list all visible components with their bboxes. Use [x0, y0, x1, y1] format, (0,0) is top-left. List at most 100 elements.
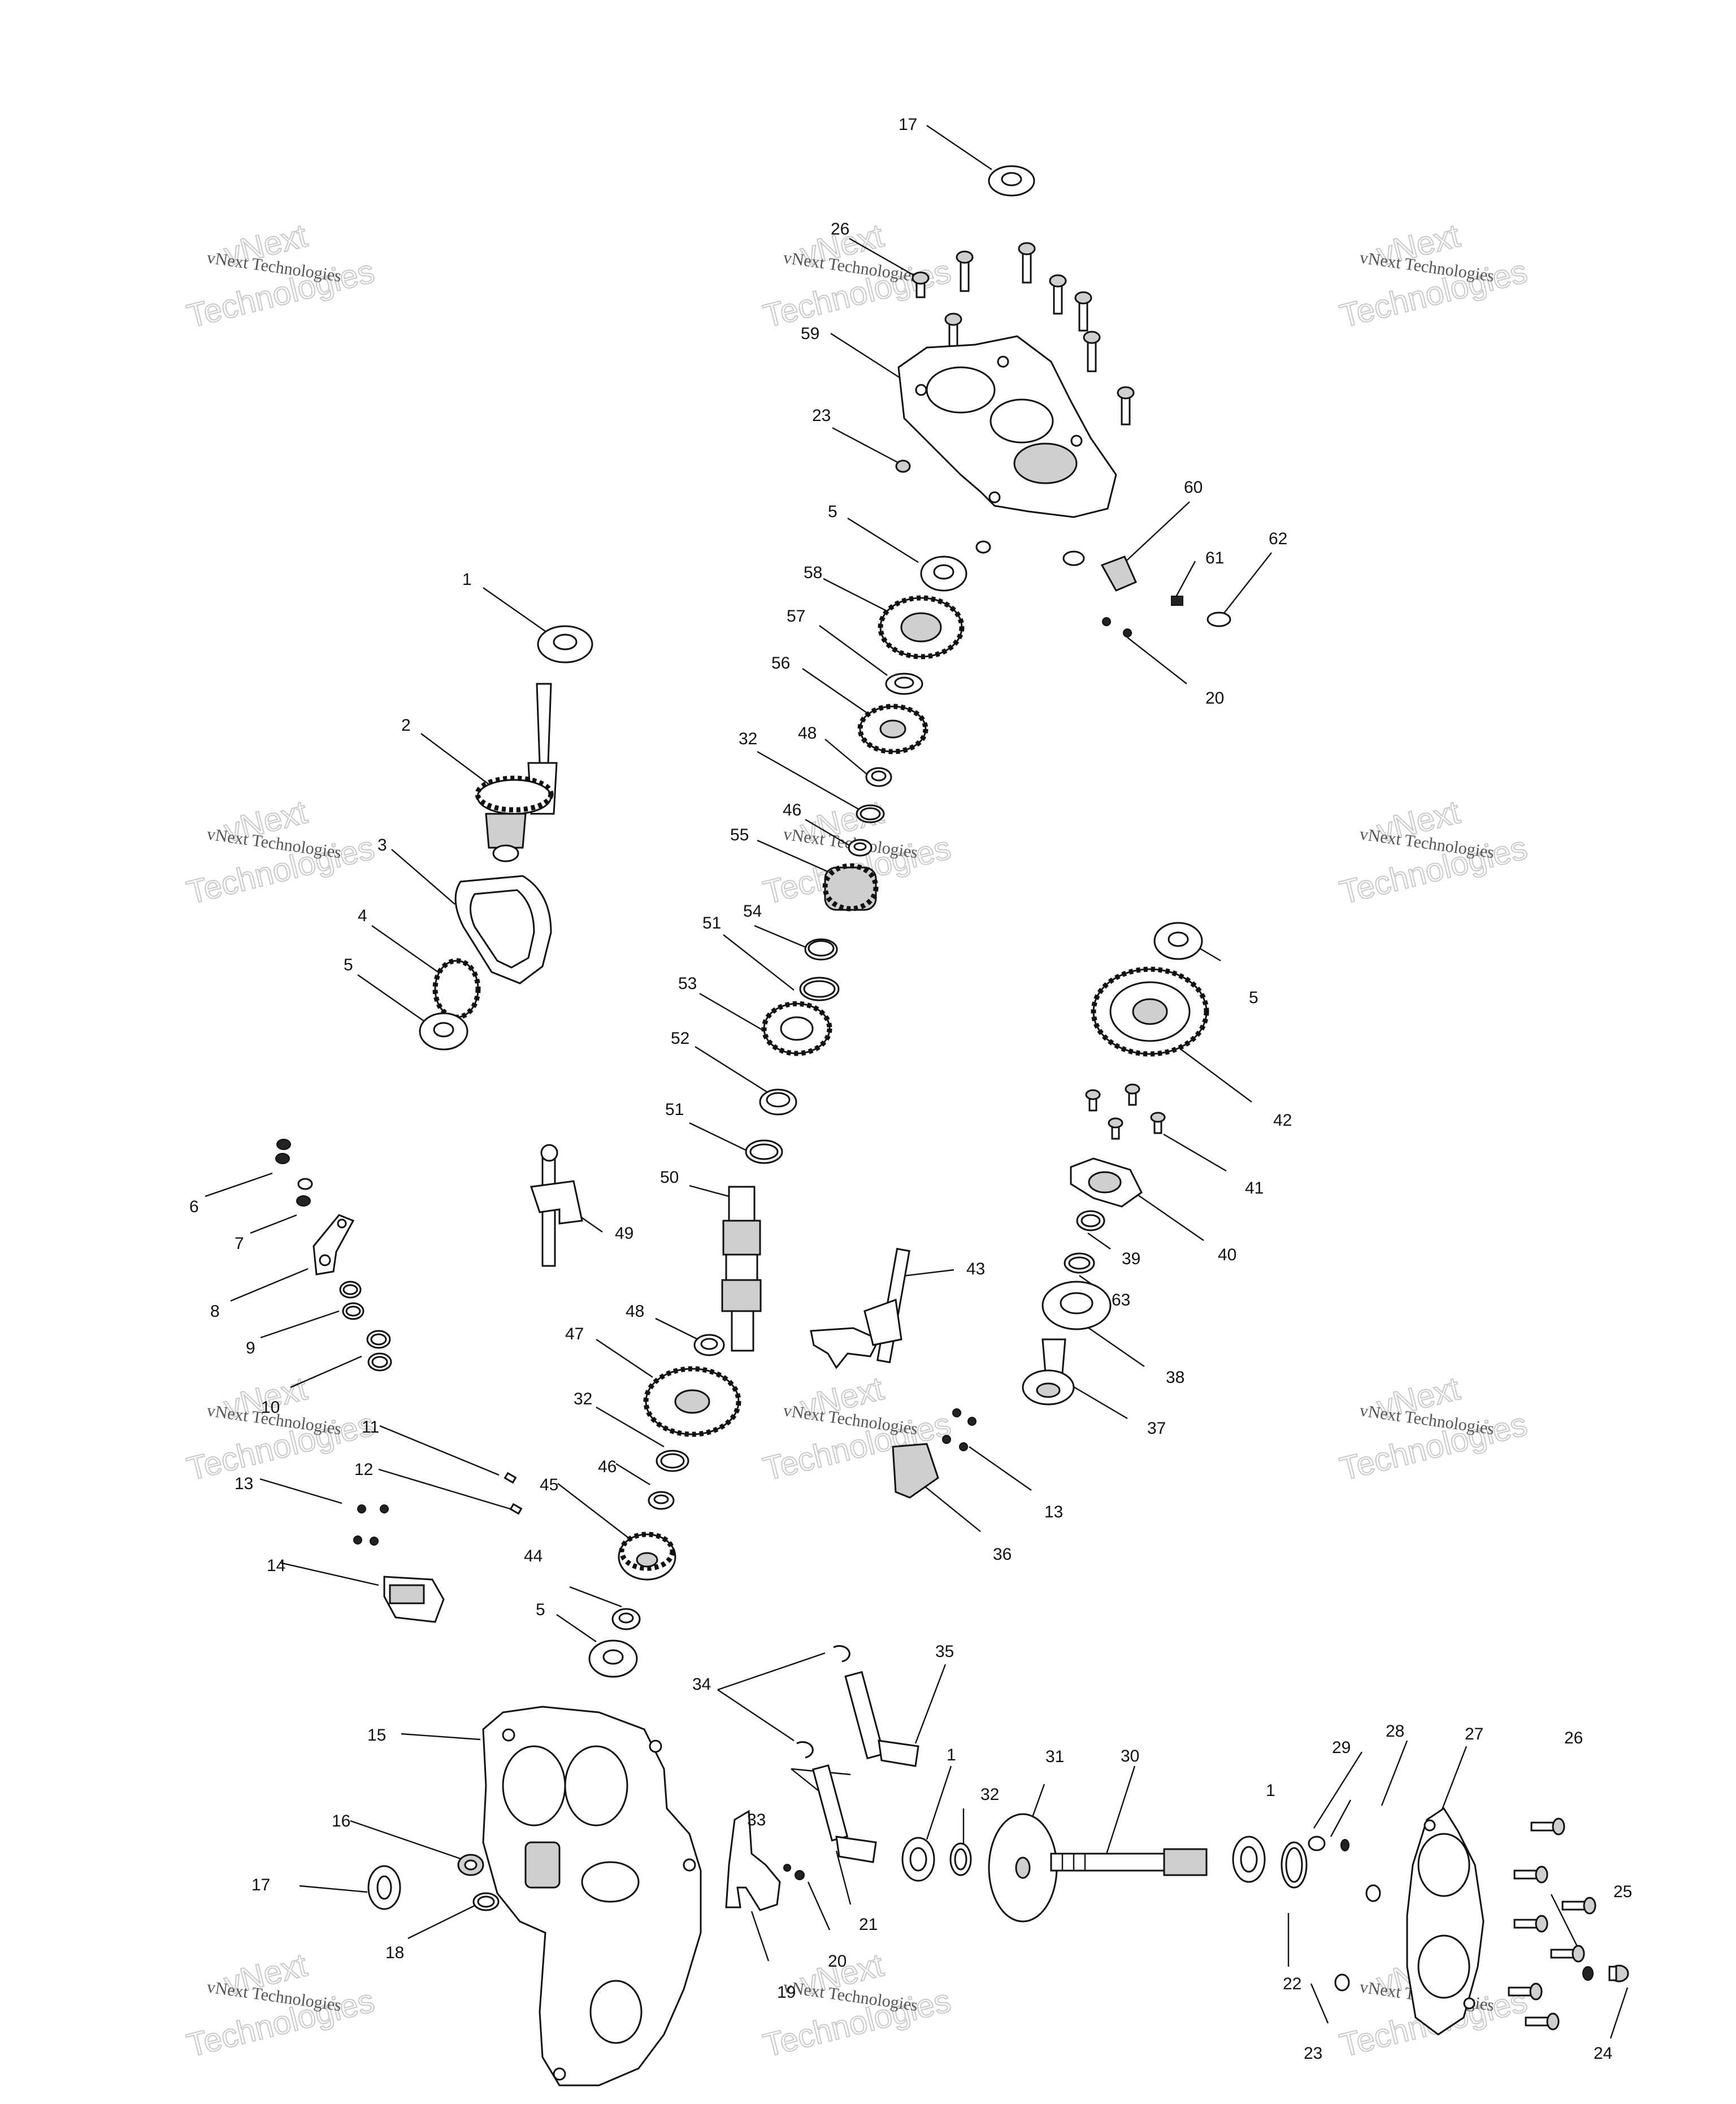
callout-10: 10 [261, 1398, 280, 1417]
callout-46: 46 [598, 1457, 617, 1476]
callout-20: 20 [828, 1952, 847, 1971]
plug-small-top [975, 540, 991, 554]
chain-3 [454, 875, 552, 984]
gear-42 [1091, 966, 1209, 1057]
plug-right [1365, 1884, 1381, 1902]
callout-30: 30 [1121, 1747, 1139, 1765]
disc-31 [988, 1813, 1058, 1923]
output-shaft-37 [1022, 1338, 1075, 1405]
callout-26: 26 [1564, 1729, 1583, 1747]
nut-16 [457, 1854, 484, 1876]
callout-7: 7 [235, 1234, 244, 1253]
output-shaft-30 [1050, 1848, 1208, 1876]
sprocket-4 [432, 958, 481, 1020]
callout-32: 32 [980, 1785, 999, 1804]
callout-2: 2 [401, 716, 411, 735]
spring-61 [1171, 596, 1183, 606]
o-ring-18 [472, 1892, 500, 1911]
pin-12 [509, 1503, 523, 1515]
shift-rod-35 [844, 1671, 919, 1767]
washer-44 [611, 1608, 641, 1630]
sensor-36 [892, 1443, 939, 1499]
snap-ring-32-top [856, 804, 885, 823]
callout-62: 62 [1269, 530, 1287, 548]
switch-14 [383, 1576, 445, 1623]
callout-46: 46 [783, 801, 801, 819]
plug-62 [1206, 611, 1231, 627]
gear-53 [761, 1001, 832, 1056]
bearing-5-right [1153, 922, 1203, 960]
callout-13: 13 [1044, 1503, 1063, 1521]
shift-rod-33 [811, 1764, 877, 1863]
cover-bolts-26-right [1508, 1817, 1596, 2031]
gear-56 [857, 704, 928, 754]
callout-47: 47 [565, 1325, 584, 1343]
callout-22: 22 [1283, 1975, 1301, 1993]
bearing-1-mid [901, 1837, 935, 1882]
callout-14: 14 [267, 1556, 285, 1575]
callout-55: 55 [730, 826, 749, 844]
callout-8: 8 [210, 1302, 220, 1321]
callout-21: 21 [859, 1915, 878, 1934]
callout-9: 9 [246, 1339, 255, 1357]
callout-29: 29 [1332, 1738, 1351, 1757]
housing-15 [482, 1706, 702, 2086]
callout-32: 32 [739, 730, 757, 748]
gear-55 [822, 863, 879, 912]
washers-7 [296, 1178, 313, 1207]
callout-18: 18 [385, 1944, 404, 1962]
gear-45 [618, 1532, 676, 1581]
callout-35: 35 [935, 1642, 954, 1661]
callout-16: 16 [332, 1812, 350, 1830]
callout-12: 12 [354, 1460, 373, 1479]
callout-58: 58 [804, 563, 822, 582]
shift-fork-43 [810, 1248, 910, 1369]
plate-40 [1070, 1157, 1143, 1208]
callout-27: 27 [1465, 1725, 1483, 1743]
callout-34: 34 [692, 1675, 711, 1694]
snap-ring-32-mid [656, 1450, 689, 1472]
callout-54: 54 [743, 902, 762, 921]
parts [275, 165, 1629, 2086]
fork-19 [725, 1810, 781, 1911]
callout-63: 63 [1112, 1291, 1130, 1309]
screws-13-left [353, 1504, 389, 1546]
callout-41: 41 [1245, 1179, 1264, 1198]
callout-48: 48 [626, 1302, 644, 1321]
callout-5: 5 [1249, 988, 1258, 1007]
ring-51-bottom [745, 1139, 783, 1164]
callout-23: 23 [1304, 2044, 1322, 2063]
clip-34-b [796, 1741, 814, 1759]
plug-23-top [895, 459, 911, 473]
cover-27 [1406, 1807, 1485, 2036]
callout-51: 51 [702, 914, 721, 932]
callout-1: 1 [1266, 1781, 1275, 1800]
callout-57: 57 [787, 607, 805, 626]
pin-11 [504, 1472, 517, 1484]
callout-61: 61 [1205, 549, 1224, 567]
ring-48-top [865, 767, 892, 787]
bearing-1-left [537, 625, 593, 663]
callout-37: 37 [1147, 1419, 1166, 1438]
gearcase-cover-59 [897, 335, 1117, 518]
ring-32-bottom [949, 1842, 972, 1876]
nuts-6 [275, 1139, 291, 1164]
seal-25 [1582, 1966, 1594, 1981]
screw-20-bottom [795, 1870, 805, 1880]
ring-48-bottom [693, 1334, 725, 1356]
plug-23-bottom [1334, 1973, 1350, 1992]
bearing-38 [1041, 1281, 1112, 1330]
bearing-5-left [419, 1012, 468, 1051]
plug-24 [1608, 1964, 1629, 1982]
seal-22 [1281, 1841, 1308, 1889]
callout-1: 1 [947, 1746, 956, 1764]
ring-51-top [799, 977, 840, 1001]
callout-17: 17 [899, 115, 917, 134]
callout-25: 25 [1613, 1882, 1632, 1901]
callout-60: 60 [1184, 478, 1203, 497]
screws-13-right [942, 1408, 976, 1451]
input-shaft-2 [475, 683, 558, 862]
callout-56: 56 [771, 654, 790, 673]
o-rings-9 [339, 1281, 364, 1320]
